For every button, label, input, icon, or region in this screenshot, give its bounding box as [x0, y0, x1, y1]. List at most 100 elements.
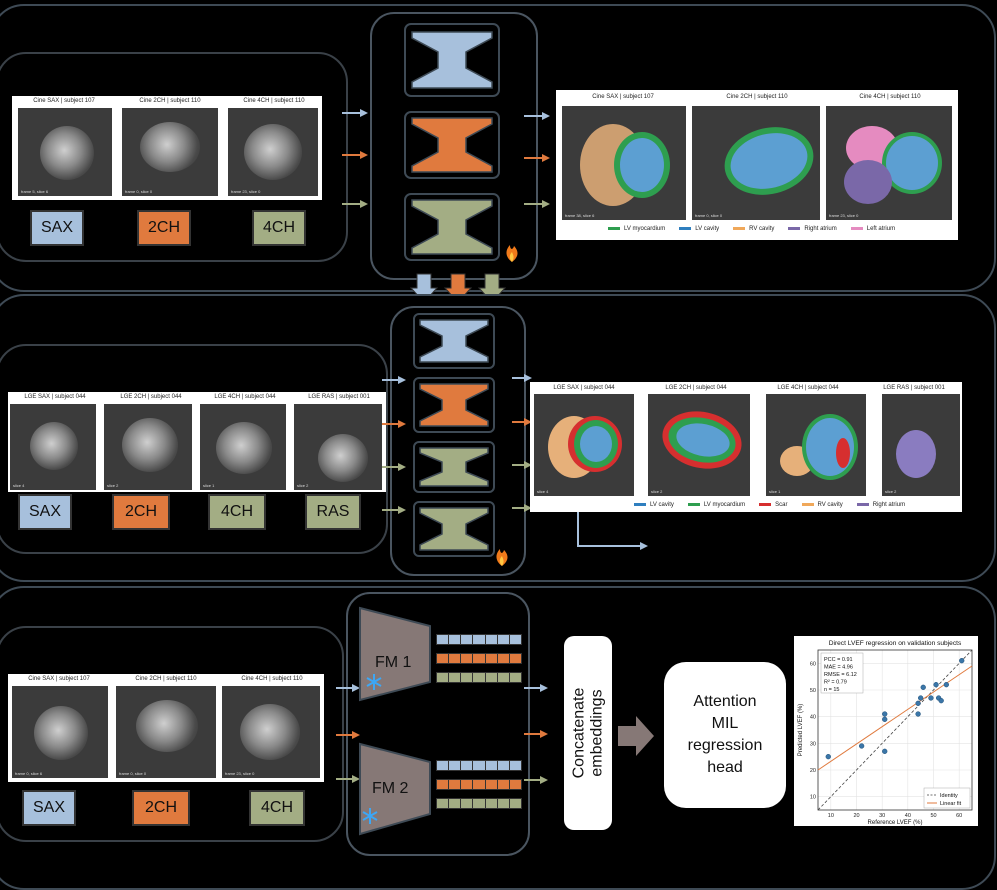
lge-legend: LV cavity LV myocardium Scar RV cavity R…	[634, 502, 905, 508]
stats-box	[820, 652, 864, 694]
lge-input-strip: LGE SAX | subject 044 LGE 2CH | subject …	[8, 392, 386, 492]
data-point	[938, 698, 944, 704]
label-sax: SAX	[30, 210, 84, 246]
fm-1-encoder	[359, 606, 431, 702]
flame-icon	[496, 549, 508, 566]
x-tick-label: 30	[879, 813, 885, 819]
legend-item: LV myocardium	[608, 226, 665, 232]
data-point	[858, 743, 865, 749]
legend-item: LV cavity	[679, 226, 719, 232]
cine-2ch-image: frame 0, slice 0	[122, 108, 218, 196]
data-point	[915, 711, 921, 717]
y-tick-label: 30	[810, 741, 816, 747]
data-point	[915, 700, 921, 706]
image-title: LGE SAX | subject 044	[553, 385, 615, 391]
data-point	[933, 682, 939, 688]
legend-item: RV cavity	[801, 502, 843, 508]
legend-item: LV myocardium	[687, 502, 745, 508]
data-point	[882, 711, 888, 717]
label-sax: SAX	[22, 790, 76, 826]
unet-4ch	[404, 193, 500, 261]
snowflake-icon	[366, 674, 382, 690]
label-4ch: 4CH	[249, 790, 305, 826]
output-arrows	[524, 112, 550, 208]
input-arrows	[342, 109, 368, 208]
image-title: LGE 2CH | subject 044	[665, 385, 727, 391]
lge-2ch-segmentation: slice 2	[648, 394, 750, 496]
lge-ras-segmentation: slice 2	[882, 394, 960, 496]
cine-4ch-image: frame 23, slice 0	[228, 108, 318, 196]
legend-item: LV cavity	[634, 502, 674, 508]
output-arrows	[512, 374, 648, 550]
lge-4ch-image: slice 1	[200, 404, 286, 490]
concatenate-label: Concatenate embeddings	[570, 687, 606, 779]
stats-line: n = 15	[824, 687, 839, 693]
cine-sax-image: frame 0, slice 6	[12, 686, 108, 778]
cine-4ch-image: frame 23, slice 0	[222, 686, 320, 778]
plot-frame	[817, 649, 973, 811]
x-axis-label: Reference LVEF (%)	[868, 820, 923, 826]
cine-2ch-segmentation: frame 0, slice 0	[692, 106, 820, 220]
stats-line: RMSE = 6.12	[824, 672, 857, 678]
legend-item: RV cavity	[733, 226, 774, 232]
head-label: Attention MIL regression head	[687, 693, 763, 776]
image-title: Cine 2CH | subject 110	[726, 94, 788, 100]
label-2ch: 2CH	[132, 790, 190, 826]
lvef-scatter-plot: Direct LVEF regression on validation sub…	[794, 636, 978, 826]
unet-ras	[413, 501, 495, 557]
legend-fit: Linear fit	[940, 801, 962, 807]
data-point	[943, 682, 949, 688]
x-tick-label: 40	[905, 813, 911, 819]
embedding-bar-2ch	[436, 653, 522, 664]
label-ras: RAS	[305, 494, 361, 530]
embedding-bar-2ch	[436, 779, 522, 790]
embedding-bar-4ch	[436, 798, 522, 809]
image-title: Cine 2CH | subject 110	[139, 98, 201, 104]
y-axis-label: Predicted LVEF (%)	[798, 704, 804, 757]
stats-line: PCC = 0.91	[824, 657, 853, 663]
embedding-bar-4ch	[436, 672, 522, 683]
legend-identity: Identity	[940, 793, 958, 799]
regression-input-strip: Cine SAX | subject 107 Cine 2CH | subjec…	[8, 674, 324, 782]
label-sax: SAX	[18, 494, 72, 530]
row1-graphics	[342, 23, 550, 300]
image-title: LGE 2CH | subject 044	[120, 394, 182, 400]
image-title: Cine 4CH | subject 110	[859, 94, 921, 100]
image-title: Cine 4CH | subject 110	[243, 98, 305, 104]
image-title: LGE SAX | subject 044	[24, 394, 86, 400]
data-point	[920, 684, 926, 690]
cine-legend: LV myocardium LV cavity RV cavity Right …	[608, 226, 895, 232]
concatenate-embeddings-box: Concatenate embeddings	[564, 636, 612, 830]
data-point	[928, 695, 934, 701]
data-point	[825, 754, 831, 760]
x-tick-label: 60	[956, 813, 962, 819]
cine-4ch-segmentation: frame 23, slice 0	[826, 106, 952, 220]
embedding-arrows	[524, 684, 548, 784]
identity-line	[817, 649, 973, 811]
image-title: LGE 4CH | subject 044	[214, 394, 276, 400]
embedding-bar-sax	[436, 760, 522, 771]
head-arrow	[618, 716, 654, 756]
fm-2-label: FM 2	[372, 780, 409, 797]
cine-output-strip: Cine SAX | subject 107 Cine 2CH | subjec…	[556, 90, 958, 240]
lge-sax-image: slice 4	[10, 404, 96, 490]
image-title: Cine SAX | subject 107	[28, 676, 90, 682]
label-4ch: 4CH	[208, 494, 266, 530]
lge-4ch-segmentation: slice 1	[766, 394, 866, 496]
y-tick-label: 60	[810, 661, 816, 667]
transfer-arrows	[409, 273, 507, 300]
lge-sax-segmentation: slice 4	[534, 394, 634, 496]
image-title: LGE RAS | subject 001	[308, 394, 370, 400]
lge-2ch-image: slice 2	[104, 404, 192, 490]
flame-icon	[506, 245, 518, 262]
fm-2-encoder	[359, 742, 431, 836]
image-title: LGE RAS | subject 001	[883, 385, 945, 391]
image-title: Cine SAX | subject 107	[33, 98, 95, 104]
cine-sax-image: frame 5, slice 6	[18, 108, 112, 196]
unet-2ch	[413, 377, 495, 433]
scatter-svg: Direct LVEF regression on validation sub…	[798, 640, 973, 826]
data-point	[882, 748, 888, 754]
image-title: Cine 2CH | subject 110	[135, 676, 197, 682]
chart-title: Direct LVEF regression on validation sub…	[829, 640, 962, 647]
